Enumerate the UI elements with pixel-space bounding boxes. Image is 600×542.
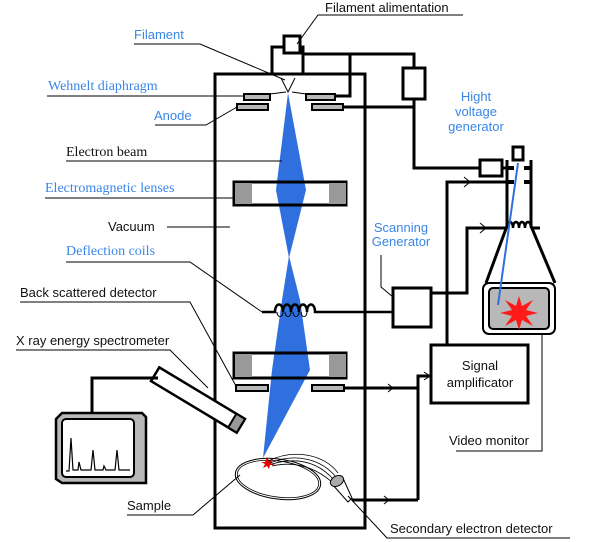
amplifier-label-line1: Signal xyxy=(462,358,498,373)
label-hv-line3: generator xyxy=(448,119,504,134)
electron-beam-lower xyxy=(263,256,310,458)
electron-beam-upper xyxy=(276,93,306,258)
high-voltage-resistor xyxy=(401,66,427,101)
label-wehnelt-diaphragm: Wehnelt diaphragm xyxy=(48,79,158,94)
video-spark-icon xyxy=(500,296,538,330)
label-sample: Sample xyxy=(127,498,171,513)
label-xray-spectrometer: X ray energy spectrometer xyxy=(16,333,170,348)
leader-lines xyxy=(16,14,570,539)
scan-wires xyxy=(431,180,512,345)
label-backscattered-detector: Back scattered detector xyxy=(20,285,157,300)
hv-small-box xyxy=(478,158,504,178)
label-hv-line1: Hight xyxy=(461,89,492,104)
lower-electromagnetic-lens xyxy=(232,351,348,380)
impact-spark-icon xyxy=(261,457,275,469)
filament-tip xyxy=(280,77,296,94)
secondary-electron-detector xyxy=(329,474,353,503)
label-scanning-line1: Scanning xyxy=(374,220,428,235)
label-vacuum: Vacuum xyxy=(108,219,155,234)
upper-electromagnetic-lens xyxy=(232,180,348,207)
label-deflection-coils: Deflection coils xyxy=(66,244,155,259)
scanning-generator-box xyxy=(391,286,433,329)
label-filament-alimentation: Filament alimentation xyxy=(325,0,449,15)
detector-signal-wires xyxy=(344,374,431,502)
vacuum-column xyxy=(213,72,367,530)
spectrum-peaks xyxy=(66,437,130,472)
label-hv-line2: voltage xyxy=(455,104,497,119)
sample xyxy=(234,457,322,501)
label-anode: Anode xyxy=(154,108,192,123)
amplifier-label-line2: amplificator xyxy=(447,375,514,390)
spectrum-monitor xyxy=(54,411,148,485)
signal-amplifier-box xyxy=(429,343,530,405)
label-electron-beam: Electron beam xyxy=(66,145,147,160)
crt-video-monitor xyxy=(482,145,557,335)
filament-power-supply xyxy=(270,34,480,170)
secondary-electron-paths xyxy=(267,454,339,483)
wehnelt-diaphragm xyxy=(243,91,336,101)
label-secondary-electron-detector: Secondary electron detector xyxy=(390,521,553,536)
label-electromagnetic-lenses: Electromagnetic lenses xyxy=(45,181,174,196)
xray-spectrometer-tube xyxy=(149,365,247,435)
label-video-monitor: Video monitor xyxy=(449,433,530,448)
label-scanning-line2: Generator xyxy=(372,234,431,249)
label-filament: Filament xyxy=(134,27,184,42)
deflection-coils xyxy=(262,303,393,317)
